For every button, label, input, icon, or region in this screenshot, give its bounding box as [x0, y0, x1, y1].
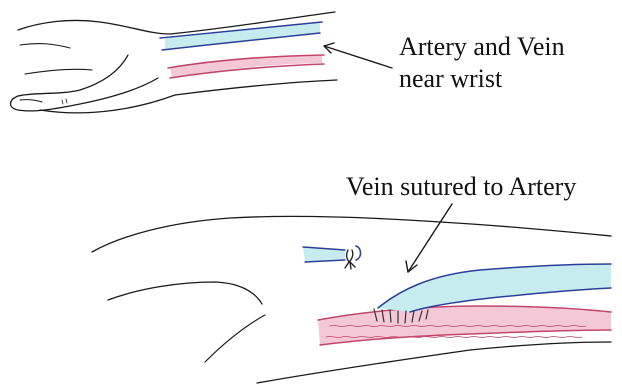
forearm-top-outline: [92, 216, 611, 252]
hand-bottom-outline: [40, 80, 337, 113]
bottom-arrow-shaft: [408, 204, 452, 272]
bottom-arrow: [406, 204, 452, 272]
forearm-drawing: [92, 216, 611, 383]
anastomosis-vessels: [318, 264, 611, 345]
stump-end: [356, 246, 361, 260]
knuckle-marks: [62, 99, 67, 104]
label-vein-sutured-to-artery: Vein sutured to Artery: [346, 174, 576, 200]
label-artery-and-vein: Artery and Vein: [399, 34, 565, 60]
thumbnail: [20, 100, 42, 102]
finger-crease: [20, 44, 70, 48]
hand-crease: [205, 315, 265, 362]
vein-fill-bottom: [378, 264, 611, 312]
label-near-wrist: near wrist: [399, 66, 502, 92]
thumb-outline: [11, 55, 159, 111]
thumb-base-outline: [108, 282, 262, 304]
ligated-vein-stump: [303, 246, 361, 269]
stump-tie: [345, 250, 355, 269]
forearm-bottom-outline: [257, 342, 611, 383]
wrist-vessels: [160, 22, 324, 78]
top-arrow-shaft: [324, 46, 392, 68]
palm-crease: [25, 69, 92, 74]
top-arrow: [324, 43, 392, 68]
